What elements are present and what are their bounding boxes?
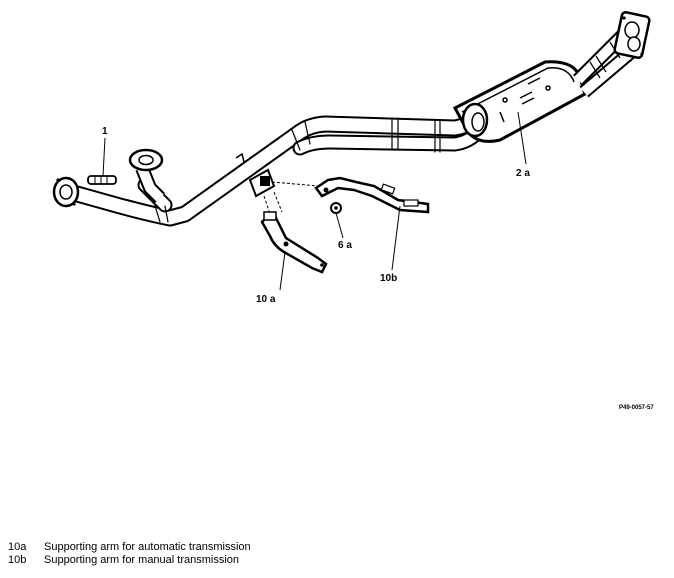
callout-10b: 10b	[380, 273, 397, 284]
rear-flange	[613, 11, 651, 59]
legend-key: 10b	[8, 554, 27, 566]
part-2a-leader	[517, 111, 527, 165]
figure-code: P49-0057-57	[619, 405, 654, 411]
supporting-arm-10a	[260, 211, 328, 291]
legend-row: 10b Supporting arm for manual transmissi…	[8, 554, 251, 567]
downpipe-flange	[128, 148, 165, 203]
legend-text: Supporting arm for automatic transmissio…	[44, 541, 251, 553]
exhaust-system-diagram: 1 2 a 6 a 10 a 10b P49-0057-57	[52, 11, 654, 411]
callout-1: 1	[102, 126, 108, 137]
part-6a-nut	[330, 202, 344, 239]
callout-10a: 10 a	[256, 294, 276, 305]
part-1-bolt	[87, 137, 117, 185]
legend-text: Supporting arm for manual transmission	[44, 554, 240, 566]
callout-6a: 6 a	[338, 240, 352, 251]
legend-row: 10a Supporting arm for automatic transmi…	[8, 541, 251, 554]
legend-key: 10a	[8, 541, 27, 553]
pipe-mount-bracket	[235, 152, 276, 198]
front-flange	[52, 176, 80, 208]
assembly-dashed-lines	[263, 181, 319, 215]
supporting-arm-10b	[314, 176, 430, 271]
legend: 10a Supporting arm for automatic transmi…	[8, 541, 251, 567]
catalytic-converter	[452, 60, 587, 143]
callout-2a: 2 a	[516, 168, 530, 179]
